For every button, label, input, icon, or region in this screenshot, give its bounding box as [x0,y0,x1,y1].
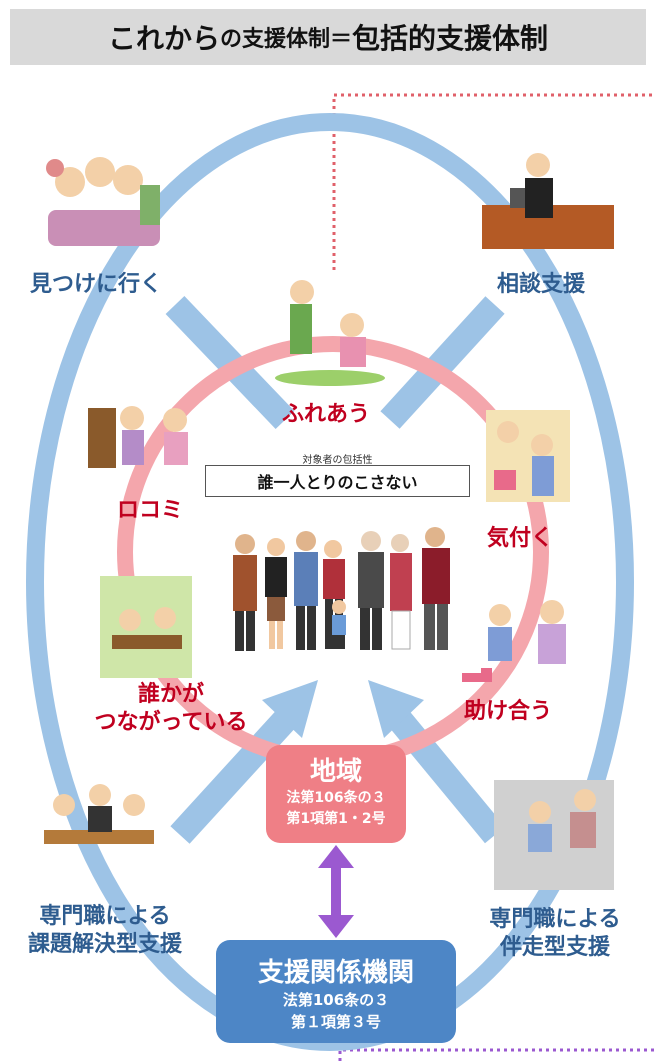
person-6 [390,534,412,650]
label-find: 見つけに行く [30,272,163,297]
label-expert-accompany-line-2: 伴走型支援 [499,935,610,960]
label-connected-line-1: 誰かが [137,682,204,707]
illustration-park-bench [100,576,192,678]
person-1 [233,534,257,651]
purple-arrow-down [318,915,354,938]
illustration-noticing [486,410,570,502]
person-child [332,600,346,649]
label-expert-accompany: 専門職による 伴走型支援 [470,906,640,962]
community-title: 地域 [309,757,362,787]
person-7 [422,527,450,650]
label-expert-accompany-line-1: 専門職による [489,907,621,932]
label-notice: 気付く [487,526,554,551]
community-law-line-2: 第1項第1・2号 [286,811,386,827]
agency-title: 支援関係機関 [257,958,414,988]
title-part-3: 包括的支援体制 [352,22,549,55]
illustration-visit-home [494,780,614,890]
agency-box: 支援関係機関 法第106条の３ 第１項第３号 [216,940,456,1043]
arrow-bottom-left [170,711,295,844]
arrow-bottom-left-head [262,680,318,738]
label-expert-solve-line-1: 専門職による [39,904,171,929]
arrow-bottom-right-head [368,680,424,738]
illustration-helping [462,600,566,682]
label-connected-line-2: つながっている [94,710,248,735]
page-title: これからの支援体制＝包括的支援体制 [10,9,646,65]
label-consult: 相談支援 [497,272,586,297]
person-4 [323,540,345,649]
arrow-consult-to-center [380,296,505,429]
title-part-1: これから [107,22,220,55]
label-expert-solve: 専門職による 課題解決型支援 [10,903,200,959]
target-statement: 誰一人とりのこさない [205,465,470,497]
dotted-boundary-bottom [338,1048,656,1061]
purple-arrow-up [318,845,354,868]
person-3 [294,531,318,650]
illustration-meeting-table [44,784,154,844]
label-help: 助け合う [464,699,553,724]
target-caption: 対象者の包括性 [302,455,373,466]
community-box: 地域 法第106条の３ 第1項第1・2号 [266,745,406,843]
person-2 [265,538,287,649]
people-group-illustration [233,527,450,651]
community-law-line-1: 法第106条の３ [286,790,386,806]
illustration-group-gathering [46,157,160,246]
label-connected: 誰かが つながっている [76,681,266,737]
label-touch: ふれあう [282,402,371,427]
person-5 [358,531,384,650]
dotted-boundary-top [332,93,656,270]
title-part-2: の支援体制＝ [219,27,352,52]
agency-law-line-1: 法第106条の３ [282,991,390,1009]
illustration-gossip [88,406,188,468]
illustration-office-worker [482,153,614,249]
illustration-walking-together [275,280,385,386]
agency-law-line-2: 第１項第３号 [290,1013,381,1031]
label-word-of-mouth: ロコミ [117,498,184,523]
label-expert-solve-line-2: 課題解決型支援 [27,932,182,957]
